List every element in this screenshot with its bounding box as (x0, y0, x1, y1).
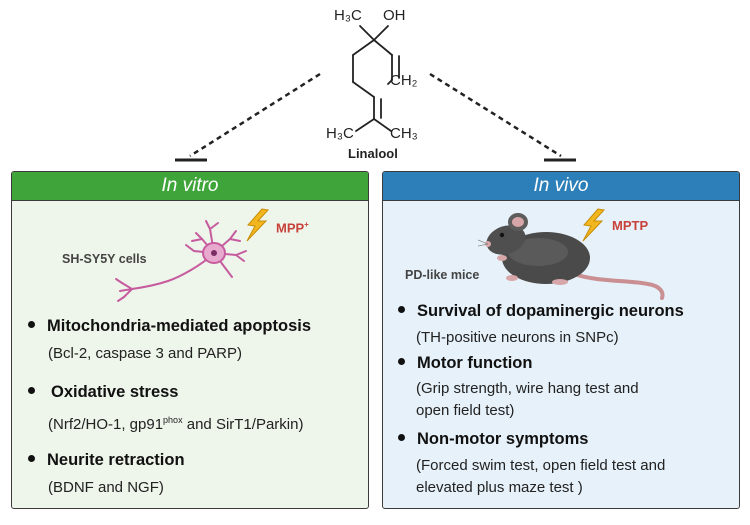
lightning-icon (246, 208, 269, 242)
bullet-icon (28, 387, 35, 394)
effect-title: Neurite retraction (47, 451, 185, 469)
compound-name: Linalool (348, 146, 398, 161)
effect-title: Motor function (417, 354, 533, 372)
in-vivo-header: In vivo (383, 172, 739, 201)
in-vitro-header: In vitro (12, 172, 368, 201)
atom-oh: OH (383, 7, 406, 24)
effect-detail: (BDNF and NGF) (48, 479, 164, 496)
toxin-label-vitro: MPP+ (276, 220, 309, 236)
model-label-vitro: SH-SY5Y cells (62, 252, 147, 266)
effect-title: Non-motor symptoms (417, 430, 589, 448)
in-vitro-panel: In vitro (11, 171, 369, 509)
atom-h3c-left: H₃C (326, 125, 354, 142)
effect-detail: (Forced swim test, open field test and (416, 457, 666, 474)
bullet-icon (398, 306, 405, 313)
toxin-label-vivo: MPTP (612, 218, 649, 233)
bullet-icon (398, 358, 405, 365)
lightning-icon (582, 208, 605, 242)
effect-title: Oxidative stress (51, 383, 179, 401)
effect-item: Survival of dopaminergic neurons (398, 302, 684, 321)
atom-ch3-right: CH₃ (390, 125, 418, 142)
effect-item: Motor function (398, 354, 532, 373)
atom-h3c-top: H₃C (334, 7, 362, 24)
effect-title: Mitochondria-mediated apoptosis (47, 317, 312, 335)
effect-detail: open field test) (416, 402, 515, 419)
effect-detail: elevated plus maze test ) (416, 479, 583, 496)
atom-ch2: CH₂ (390, 72, 418, 89)
bullet-icon (28, 455, 35, 462)
bullet-icon (398, 434, 405, 441)
effect-item: Mitochondria-mediated apoptosis (28, 317, 311, 336)
bullet-icon (28, 321, 35, 328)
effect-detail: (Grip strength, wire hang test and (416, 380, 639, 397)
neuron-icon (115, 220, 247, 302)
effect-detail: (TH-positive neurons in SNPc) (416, 329, 619, 346)
model-label-vivo: PD-like mice (405, 268, 480, 282)
effect-detail: (Nrf2/HO-1, gp91phox and SirT1/Parkin) (48, 415, 304, 433)
effect-item: Oxidative stress (28, 383, 179, 402)
mouse-icon (478, 213, 665, 300)
effect-title: Survival of dopaminergic neurons (417, 302, 684, 320)
chemical-structure (175, 25, 576, 162)
in-vivo-panel: In vivo (382, 171, 740, 509)
effect-detail: (Bcl-2, caspase 3 and PARP) (48, 345, 242, 362)
effect-item: Neurite retraction (28, 451, 185, 470)
effect-item: Non-motor symptoms (398, 430, 588, 449)
